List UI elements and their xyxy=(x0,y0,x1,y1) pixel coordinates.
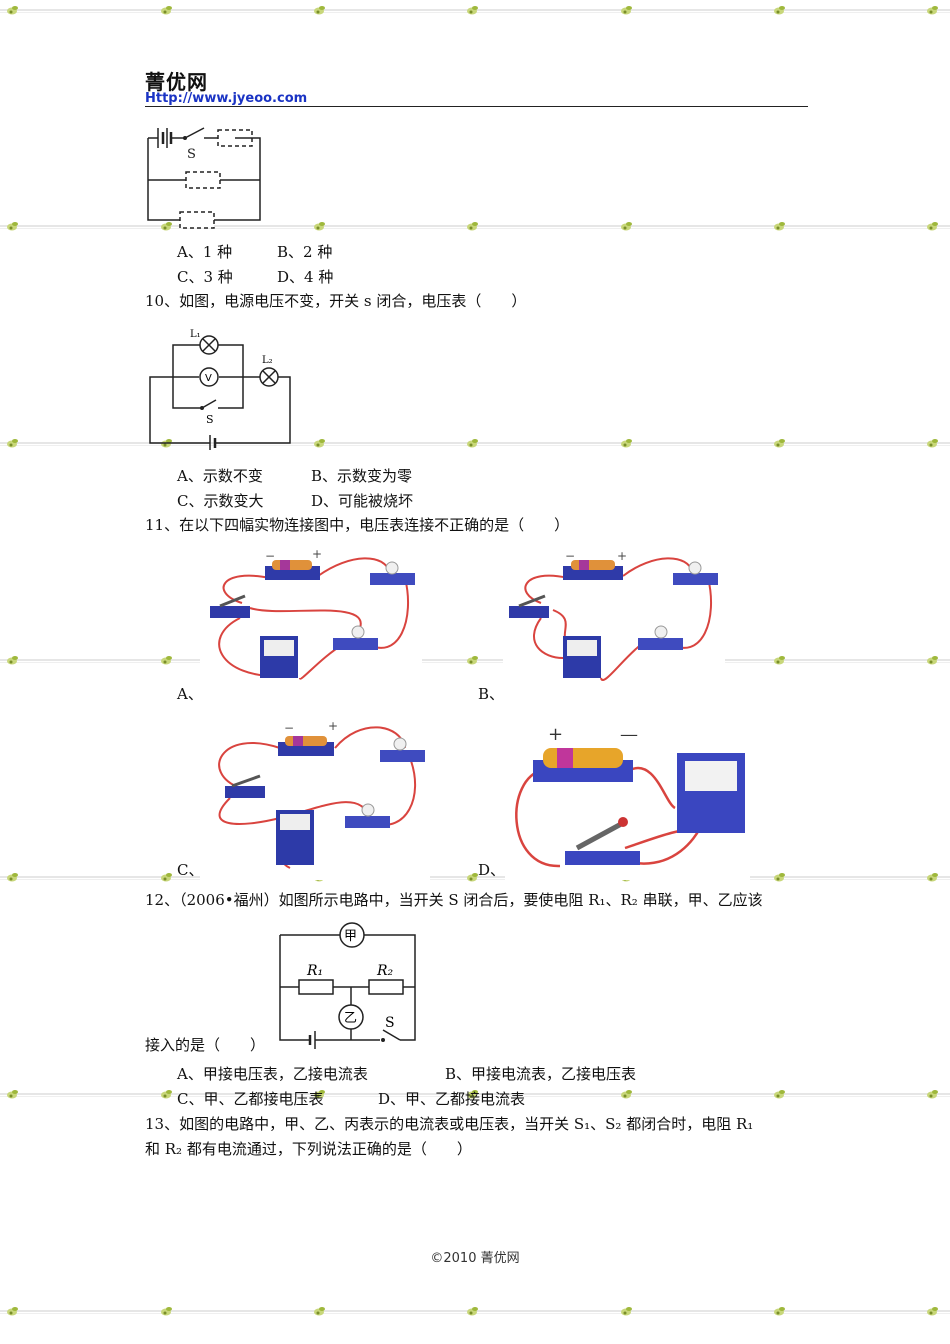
q13-stem-line1: 13、如图的电路中，甲、乙、丙表示的电流表或电压表，当开关 S₁、S₂ 都闭合时… xyxy=(145,1115,754,1133)
watermark-leaf-icon xyxy=(467,222,478,231)
switch-label: S xyxy=(187,147,196,162)
watermark-leaf-icon xyxy=(774,222,785,231)
q11-panel-b-image: − + xyxy=(503,548,725,693)
q9-option-d[interactable]: D、4 种 xyxy=(277,268,334,286)
q11-option-c[interactable]: C、 xyxy=(177,861,204,879)
watermark-leaf-icon xyxy=(927,1307,938,1316)
watermark-leaf-icon xyxy=(621,6,632,15)
watermark-leaf-icon xyxy=(314,222,325,231)
watermark-leaf-icon xyxy=(774,873,785,882)
watermark-leaf-icon xyxy=(161,222,172,231)
q11-option-b[interactable]: B、 xyxy=(478,685,505,703)
watermark-leaf-icon xyxy=(774,1307,785,1316)
watermark-leaf-icon xyxy=(467,6,478,15)
l2-label: L₂ xyxy=(262,355,273,366)
plus-label: + xyxy=(617,549,627,563)
site-url[interactable]: Http://www.jyeoo.com xyxy=(145,91,308,106)
q11-option-d[interactable]: D、 xyxy=(478,861,506,879)
q9-option-b[interactable]: B、2 种 xyxy=(277,243,333,261)
q10-option-a[interactable]: A、示数不变 xyxy=(177,467,263,485)
q13-stem-line2: 和 R₂ 都有电流通过，下列说法正确的是（ ） xyxy=(145,1140,472,1158)
switch-label: S xyxy=(206,413,214,426)
q11-panel-d-image: + — xyxy=(505,718,750,880)
watermark-leaf-icon xyxy=(314,439,325,448)
battery-holder xyxy=(265,560,320,580)
watermark-leaf-icon xyxy=(7,1090,18,1099)
watermark-leaf-icon xyxy=(467,1307,478,1316)
watermark-leaf-icon xyxy=(7,439,18,448)
watermark-leaf-icon xyxy=(774,439,785,448)
watermark-leaf-icon xyxy=(927,6,938,15)
watermark-leaf-icon xyxy=(7,1307,18,1316)
yi-meter-label: 乙 xyxy=(344,1011,357,1026)
watermark-leaf-icon xyxy=(314,1307,325,1316)
watermark-leaf-icon xyxy=(314,6,325,15)
plus-label: + xyxy=(312,548,322,561)
watermark-leaf-icon xyxy=(774,1090,785,1099)
q11-panel-c-image: − + xyxy=(200,718,430,880)
watermark-leaf-icon xyxy=(161,1307,172,1316)
watermark-leaf-icon xyxy=(927,873,938,882)
q12-stem-continued: 接入的是（ ） xyxy=(145,1036,266,1054)
q11-panel-a-image: − + xyxy=(200,548,422,693)
watermark-leaf-icon xyxy=(621,1090,632,1099)
watermark-leaf-icon xyxy=(467,439,478,448)
watermark-leaf-icon xyxy=(774,656,785,665)
header-divider xyxy=(145,106,808,107)
q12-circuit-diagram: 甲 乙 R₁ R₂ S xyxy=(279,922,416,1049)
watermark-leaf-icon xyxy=(621,1307,632,1316)
watermark-leaf-icon xyxy=(927,656,938,665)
watermark-leaf-icon xyxy=(927,222,938,231)
watermark-leaf-icon xyxy=(7,6,18,15)
watermark-leaf-icon xyxy=(621,439,632,448)
watermark-leaf-icon xyxy=(161,873,172,882)
l1-label: L₁ xyxy=(190,329,201,340)
watermark-leaf-icon xyxy=(467,1090,478,1099)
watermark-leaf-icon xyxy=(161,656,172,665)
watermark-leaf-icon xyxy=(467,656,478,665)
watermark-leaf-icon xyxy=(7,222,18,231)
watermark-leaf-icon xyxy=(161,1090,172,1099)
watermark-leaf-icon xyxy=(7,656,18,665)
switch-label: S xyxy=(385,1015,395,1031)
watermark-leaf-icon xyxy=(621,222,632,231)
minus-label: − xyxy=(265,549,275,563)
minus-label: — xyxy=(620,724,638,745)
q10-circuit-diagram: L₁ L₂ V S xyxy=(149,329,291,450)
r2-label: R₂ xyxy=(376,963,394,979)
watermark-leaf-icon xyxy=(774,6,785,15)
q10-stem: 10、如图，电源电压不变，开关 s 闭合，电压表（ ） xyxy=(145,292,527,310)
minus-label: − xyxy=(284,721,294,735)
watermark-leaf-icon xyxy=(927,1090,938,1099)
q10-option-c[interactable]: C、示数变大 xyxy=(177,492,264,510)
plus-label: + xyxy=(548,724,563,745)
site-logo-title: 菁优网 xyxy=(145,70,208,94)
q12-option-d[interactable]: D、甲、乙都接电流表 xyxy=(378,1090,526,1108)
q10-option-d[interactable]: D、可能被烧坏 xyxy=(311,492,414,510)
watermark-leaf-icon xyxy=(927,439,938,448)
q9-option-c[interactable]: C、3 种 xyxy=(177,268,233,286)
q9-circuit-diagram: S xyxy=(147,127,261,229)
q11-stem: 11、在以下四幅实物连接图中，电压表连接不正确的是（ ） xyxy=(145,516,570,534)
q10-option-b[interactable]: B、示数变为零 xyxy=(311,467,413,485)
q11-option-a[interactable]: A、 xyxy=(177,685,203,703)
q9-option-a[interactable]: A、1 种 xyxy=(177,243,233,261)
q12-stem: 12、（2006•福州）如图所示电路中，当开关 S 闭合后，要使电阻 R₁、R₂… xyxy=(145,891,763,909)
jia-meter-label: 甲 xyxy=(344,929,357,944)
q12-option-c[interactable]: C、甲、乙都接电压表 xyxy=(177,1090,324,1108)
watermark-leaf-icon xyxy=(7,873,18,882)
watermark-leaf-icon xyxy=(314,1090,325,1099)
voltmeter-label: V xyxy=(205,373,212,384)
watermark-leaf-icon xyxy=(161,6,172,15)
page-footer-copyright: ©2010 菁优网 xyxy=(430,1251,520,1266)
watermark-leaf-icon xyxy=(467,873,478,882)
q12-option-a[interactable]: A、甲接电压表，乙接电流表 xyxy=(177,1065,368,1083)
plus-label: + xyxy=(328,719,338,733)
minus-label: − xyxy=(565,549,575,563)
r1-label: R₁ xyxy=(306,963,323,979)
q12-option-b[interactable]: B、甲接电流表，乙接电压表 xyxy=(445,1065,637,1083)
